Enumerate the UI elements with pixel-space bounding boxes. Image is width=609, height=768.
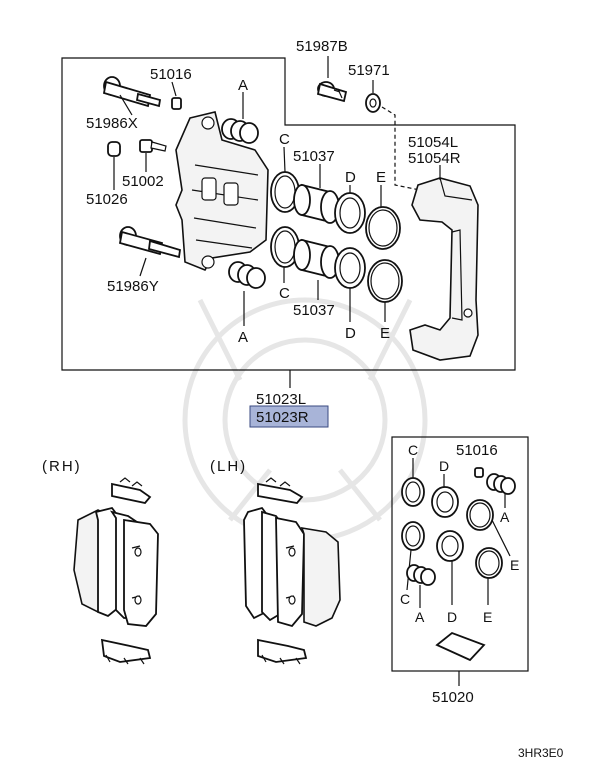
- bolt-51987b-part: [316, 81, 348, 103]
- part-number-51054l: 51054L: [408, 134, 458, 151]
- part-number-51054r: 51054R: [408, 150, 461, 167]
- part-number-51023r-highlight: [249, 405, 329, 428]
- kit-ring-e-top-part: [466, 499, 494, 531]
- part-number-51023r: 51023R: [256, 409, 309, 426]
- kit-dust-seal-d-top-part: [431, 486, 459, 518]
- letter-e-bottom: E: [380, 325, 390, 342]
- dust-boot-a-top-part: [221, 118, 259, 144]
- part-number-51023l: 51023L: [256, 391, 306, 408]
- part-number-51016-top: 51016: [150, 66, 192, 83]
- piston-51037-bottom-part: [293, 238, 340, 279]
- part-number-51987b: 51987B: [296, 38, 348, 55]
- dust-boot-a-bottom-part: [228, 261, 266, 289]
- guide-bolt-51986y-part: [118, 226, 182, 259]
- letter-c-bottom: C: [279, 285, 290, 302]
- kit-grease-pack-part: [435, 631, 486, 662]
- part-number-51037-top: 51037: [293, 148, 335, 165]
- repair-kit-box: [391, 436, 529, 672]
- dust-seal-d-bottom-part: [334, 247, 366, 289]
- kit-letter-e-2: E: [483, 609, 492, 625]
- boot-51971-part: [365, 93, 381, 113]
- kit-letter-a-1: A: [500, 509, 510, 525]
- part-number-51020: 51020: [432, 689, 474, 706]
- caliper-body-part: [175, 111, 269, 271]
- kit-letter-d-1: D: [439, 458, 449, 474]
- side-label-rh: (RH): [42, 458, 82, 475]
- part-number-51037-bottom: 51037: [293, 302, 335, 319]
- ring-e-bottom-part: [367, 259, 403, 303]
- part-number-51026: 51026: [86, 191, 128, 208]
- letter-d-bottom: D: [345, 325, 356, 342]
- caliper-support-51054-part: [409, 177, 479, 361]
- kit-dust-seal-d-bottom-part: [436, 530, 464, 562]
- bleeder-51026-part: [107, 141, 121, 157]
- part-number-51986y: 51986Y: [107, 278, 159, 295]
- letter-c-top: C: [279, 131, 290, 148]
- piston-51037-top-part: [293, 183, 340, 224]
- ring-e-top-part: [365, 206, 401, 250]
- side-label-lh: (LH): [210, 458, 247, 475]
- kit-letter-c-1: C: [408, 442, 418, 458]
- part-number-51986x: 51986X: [86, 115, 138, 132]
- kit-dust-boot-a-top-part: [486, 473, 516, 495]
- letter-e-top: E: [376, 169, 386, 186]
- kit-ring-e-bottom-part: [475, 547, 503, 579]
- guide-bolt-51986x-part: [102, 76, 162, 108]
- kit-cap-51016-part: [474, 467, 484, 478]
- kit-letter-c-2: C: [400, 591, 410, 607]
- dust-seal-d-top-part: [334, 192, 366, 234]
- kit-letter-d-2: D: [447, 609, 457, 625]
- kit-letter-e-1: E: [510, 557, 519, 573]
- lh-brake-pad-set-part: [243, 477, 341, 665]
- part-number-51971: 51971: [348, 62, 390, 79]
- part-number-51002: 51002: [122, 173, 164, 190]
- kit-seal-c-bottom-part: [401, 521, 425, 551]
- piston-seal-c-top-part: [270, 171, 300, 213]
- letter-a-bottom: A: [238, 329, 248, 346]
- letter-d-top: D: [345, 169, 356, 186]
- rh-brake-pad-set-part: [73, 477, 159, 665]
- kit-seal-c-top-part: [401, 477, 425, 507]
- kit-dust-boot-a-bottom-part: [406, 564, 436, 586]
- bleeder-screw-51002-part: [139, 139, 167, 153]
- caliper-assembly-box: [61, 57, 516, 371]
- bleeder-cap-51016-part: [171, 97, 182, 110]
- kit-letter-a-2: A: [415, 609, 425, 625]
- diagram-code: 3HR3E0: [518, 746, 564, 760]
- letter-a-top: A: [238, 77, 248, 94]
- part-number-51016-kit: 51016: [456, 442, 498, 459]
